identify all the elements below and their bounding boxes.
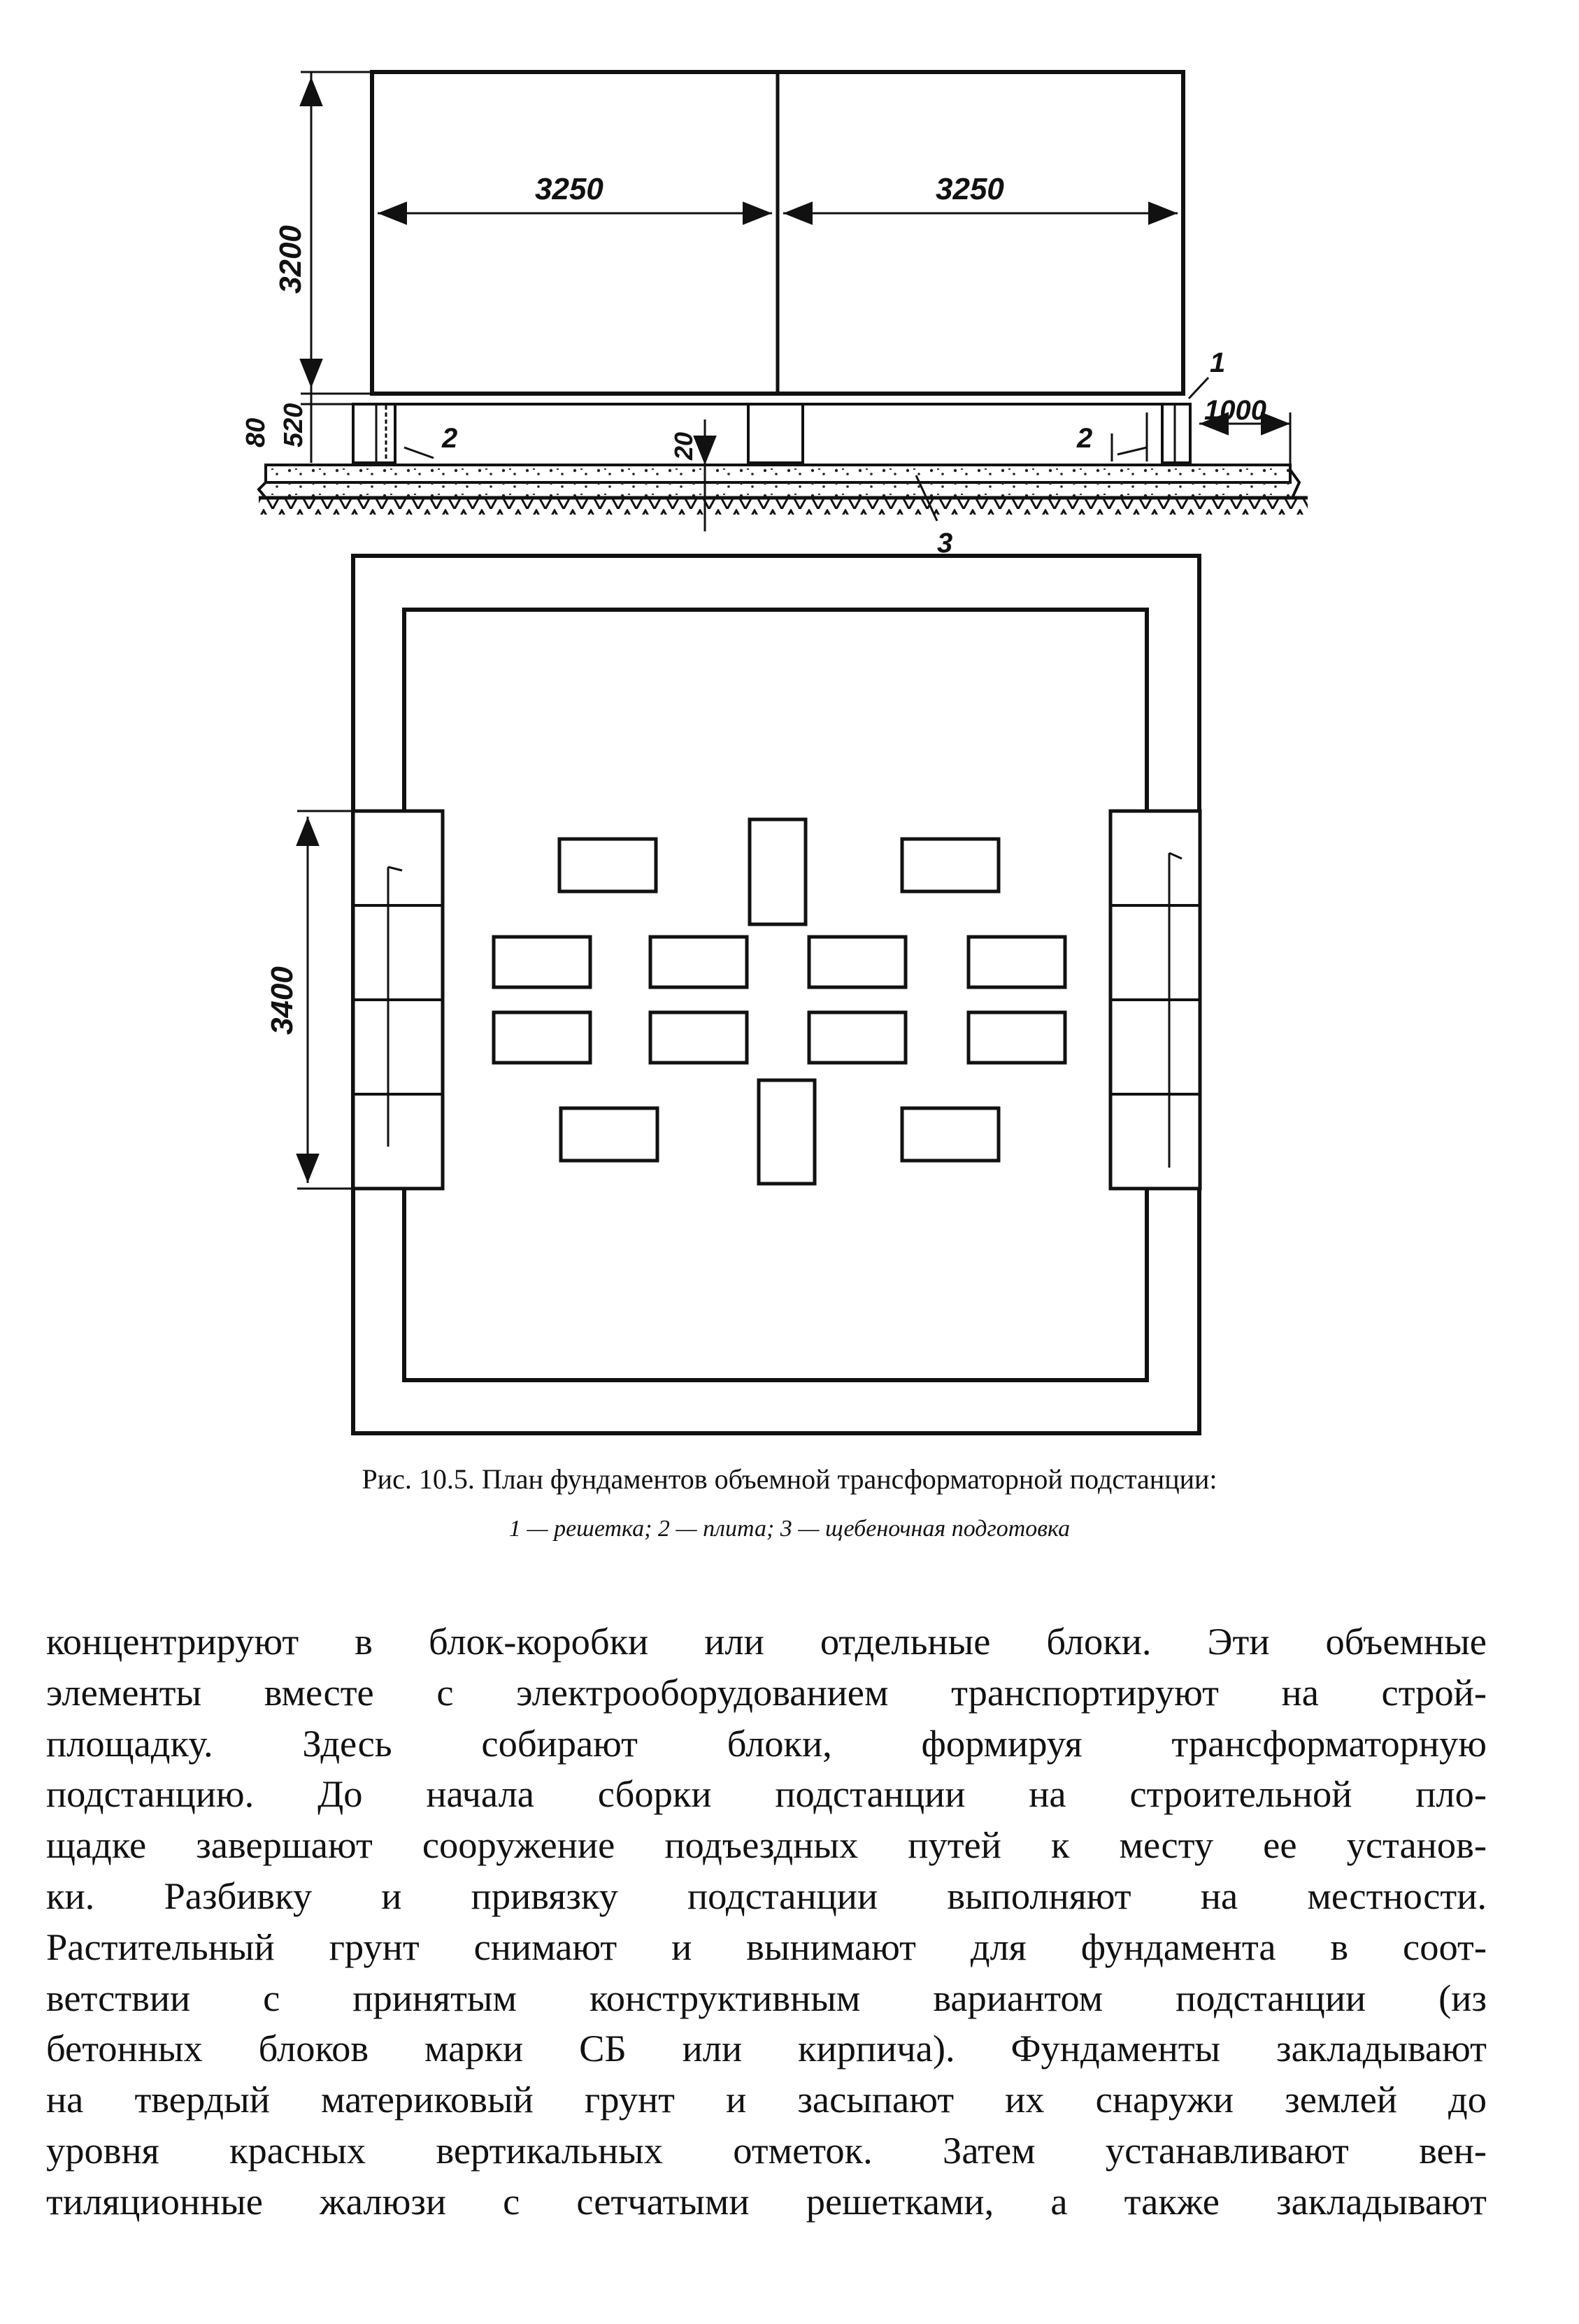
dim-width-left: 3250 — [535, 172, 603, 206]
dim-gap: 20 — [669, 432, 698, 461]
body-line: Растительный грунт снимают и вынимают дл… — [46, 1925, 1487, 1968]
dim-plan-span: 3400 — [265, 966, 299, 1035]
dim-offset: 1000 — [1204, 395, 1266, 426]
body-line: элементы вместе с электрооборудованием т… — [46, 1670, 1487, 1714]
body-line: ки. Разбивку и привязку подстанции выпол… — [46, 1874, 1487, 1917]
body-line: подстанцию. До начала сборки подстанции … — [46, 1772, 1487, 1816]
foundation-drawing: 3250 3250 3200 520 80 1000 20 1 2 2 3 — [241, 70, 1308, 1435]
figure-caption-title: Рис. 10.5. План фундаментов объемной тра… — [362, 1463, 1217, 1495]
body-line: бетонных блоков марки СБ или кирпича). Ф… — [46, 2027, 1487, 2070]
foundation-pads — [492, 817, 1067, 1186]
body-line: уровня красных вертикальных отметок. Зат… — [46, 2128, 1487, 2172]
plan-outer-wall — [351, 554, 1201, 1435]
dim-base-height: 520 — [279, 403, 308, 447]
plan-view — [296, 554, 1202, 1435]
dim-slab-thickness: 80 — [241, 418, 271, 447]
body-line: площадку. Здесь собирают блоки, формируя… — [46, 1721, 1487, 1765]
elevation-view — [257, 70, 1308, 531]
figure-caption-legend: 1 — решетка; 2 — плита; 3 — щебеночная п… — [508, 1516, 1071, 1542]
body-line: концентрируют в блок-коробки или отдельн… — [46, 1620, 1487, 1663]
body-line: тиляционные жалюзи с сетчатыми решетками… — [46, 2179, 1487, 2223]
foundation-drawing-svg: 3250 3250 3200 520 80 1000 20 1 2 2 3 — [241, 70, 1308, 1435]
body-line: щадке завершают сооружение подъездных пу… — [46, 1823, 1487, 1867]
dim-height: 3200 — [273, 225, 308, 294]
body-line: ветствии с принятым конструктивным вариа… — [46, 1976, 1487, 2019]
plan-inner-wall — [402, 608, 1149, 1382]
body-line: на твердый материковый грунт и засыпают … — [46, 2078, 1487, 2121]
callout-gravel: 3 — [937, 528, 952, 559]
callout-plate-left: 2 — [441, 423, 457, 454]
body-text: концентрируют в блок-коробки или отдельн… — [46, 1616, 1487, 2228]
dim-width-right: 3250 — [936, 172, 1004, 206]
callout-plate-right: 2 — [1076, 423, 1092, 454]
callout-grille: 1 — [1210, 347, 1225, 378]
